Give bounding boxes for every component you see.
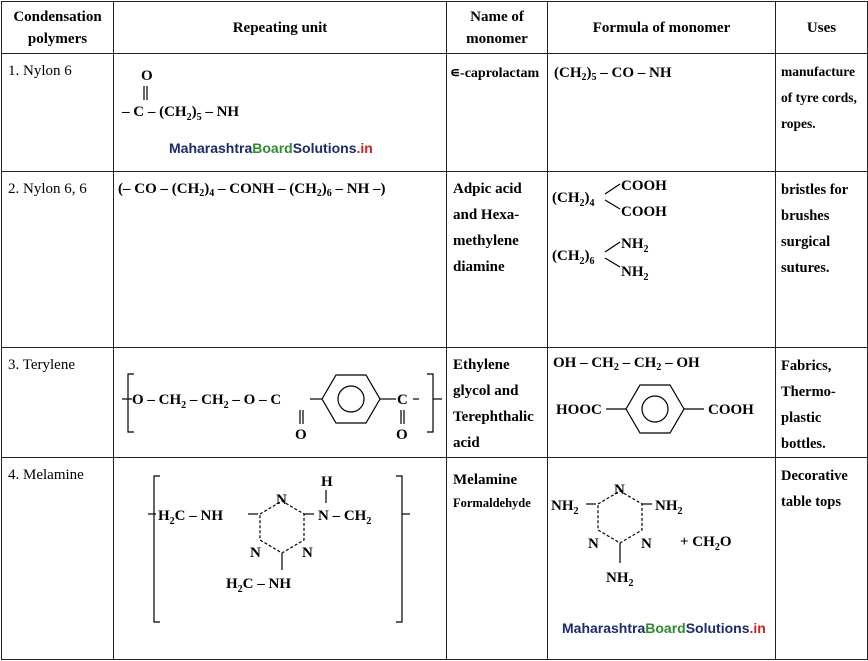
svg-text:NH2: NH2 (655, 498, 683, 517)
table-row: 3. Terylene O – CH2 – CH2 – O – C O C O (1, 347, 868, 458)
svg-text:H: H (321, 474, 333, 490)
svg-text:NH2: NH2 (606, 570, 634, 589)
header-condensation-polymers: Condensation polymers (1, 1, 114, 54)
table-row: 4. Melamine H2C – NH N N N N – CH2 H (1, 457, 868, 660)
svg-text:N: N (588, 536, 599, 552)
uses-text: bristles for brushes surgical sutures. (781, 182, 848, 276)
svg-text:H2C – NH: H2C – NH (226, 576, 291, 595)
monomer-name: ∊-caprolactam (450, 66, 540, 81)
uses-text: manufacture of tyre cords, ropes. (781, 64, 857, 131)
svg-text:NH2: NH2 (621, 264, 649, 283)
polymer-name: 2. Nylon 6, 6 (8, 181, 87, 197)
repeating-unit-melamine: H2C – NH N N N N – CH2 H H2C – NH (113, 457, 447, 660)
header-uses: Uses (775, 1, 868, 54)
polymer-name: 3. Terylene (8, 357, 75, 373)
repeating-unit-nylon6: O – C – (CH2)5 – NH MaharashtraBoardSolu… (113, 53, 447, 172)
adipic-hexamethylene-structure: (CH2)4 COOH COOH (CH2)6 NH2 NH2 (552, 178, 667, 283)
watermark: MaharashtraBoardSolutions.in (169, 140, 373, 156)
svg-text:H2C – NH: H2C – NH (158, 508, 223, 527)
header-row: Condensation polymers Repeating unit Nam… (1, 1, 868, 54)
polymer-name: 4. Melamine (8, 467, 84, 483)
melamine-formaldehyde-structure: H2C – NH N N N N – CH2 H H2C – NH (148, 474, 410, 623)
svg-text:N: N (276, 492, 287, 508)
svg-text:C: C (397, 392, 408, 408)
monomer-name-melamine: Melamine (453, 472, 518, 488)
header-repeating-unit: Repeating unit (113, 1, 447, 54)
terylene-structure: O – CH2 – CH2 – O – C O C O (122, 373, 442, 443)
polymer-name: 1. Nylon 6 (8, 63, 72, 79)
svg-text:N: N (641, 536, 652, 552)
uses-text: Fabrics, Thermo-plastic bottles. (781, 358, 836, 452)
svg-text:– C – (CH2)5 – NH: – C – (CH2)5 – NH (121, 104, 239, 123)
monomer-name: Ethylene glycol and Terephthalic acid (453, 357, 534, 451)
melamine-monomer-structure: NH2 N N N NH2 NH2 + CH2O (551, 482, 731, 589)
svg-text:NH2: NH2 (621, 236, 649, 255)
table-row: 1. Nylon 6 O – C – (CH2)5 – NH Maharasht… (1, 53, 868, 172)
monomer-formula-terylene: OH – CH2 – CH2 – OH HOOC COOH (547, 347, 776, 458)
ethylene-glycol-formula: OH – CH2 – CH2 – OH (553, 355, 700, 373)
svg-text:HOOC: HOOC (556, 402, 602, 418)
svg-text:N: N (250, 545, 261, 561)
svg-text:O: O (295, 427, 307, 443)
svg-text:O – CH2 – CH2 – O – C: O – CH2 – CH2 – O – C (132, 392, 281, 411)
svg-text:N: N (614, 482, 625, 498)
table-row: 2. Nylon 6, 6 (– CO – (CH2)4 – CONH – (C… (1, 171, 868, 348)
watermark: MaharashtraBoardSolutions.in (562, 620, 766, 636)
repeating-unit-terylene: O – CH2 – CH2 – O – C O C O (113, 347, 447, 458)
svg-text:N: N (302, 545, 313, 561)
svg-text:COOH: COOH (708, 402, 754, 418)
svg-text:(CH2)6: (CH2)6 (552, 248, 595, 267)
svg-text:COOH: COOH (621, 204, 667, 220)
monomer-formula-nylon66: (CH2)4 COOH COOH (CH2)6 NH2 NH2 (547, 171, 776, 348)
monomer-name: Adpic acid and Hexa-methylene diamine (453, 181, 522, 275)
svg-text:COOH: COOH (621, 178, 667, 194)
uses-text: Decorative table tops (781, 468, 848, 510)
svg-text:N – CH2: N – CH2 (318, 508, 371, 527)
header-formula-of-monomer: Formula of monomer (547, 1, 776, 54)
terephthalic-acid-structure: HOOC COOH (556, 384, 754, 434)
svg-text:(CH2)4: (CH2)4 (552, 190, 595, 209)
monomer-formula: (CH2)5 – CO – NH (554, 65, 672, 83)
monomer-name-formaldehyde: Formaldehyde (453, 496, 531, 510)
svg-text:NH2: NH2 (551, 498, 579, 517)
svg-text:O: O (141, 68, 153, 84)
svg-text:+ CH2O: + CH2O (680, 534, 731, 553)
header-name-of-monomer: Name of monomer (446, 1, 548, 54)
nylon6-structure: O – C – (CH2)5 – NH (121, 68, 239, 123)
monomer-formula-melamine: NH2 N N N NH2 NH2 + CH2O MaharashtraBoar… (547, 457, 776, 660)
svg-text:O: O (396, 427, 408, 443)
repeating-unit-nylon66: (– CO – (CH2)4 – CONH – (CH2)6 – NH –) (118, 181, 386, 199)
